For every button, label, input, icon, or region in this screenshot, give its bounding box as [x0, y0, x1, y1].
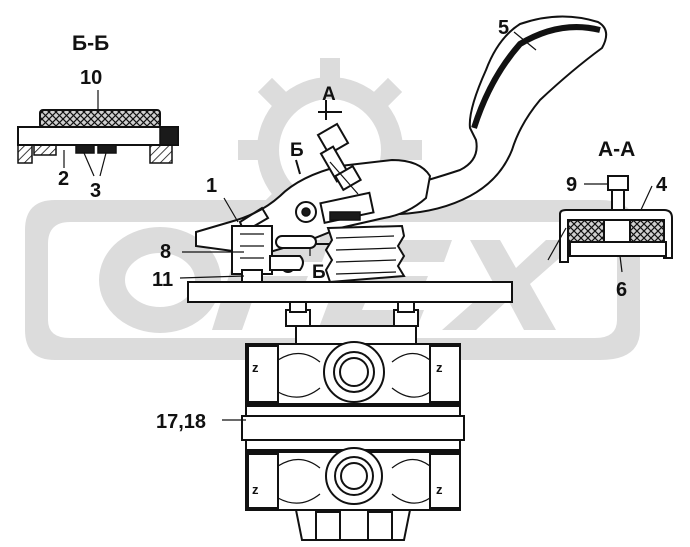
callout-11: 11 [152, 269, 173, 291]
section-bb: Б-Б 10 2 3 [17, 32, 179, 202]
callout-2: 2 [58, 168, 69, 190]
callout-10: 10 [80, 67, 102, 89]
section-bb-title: Б-Б [72, 32, 109, 55]
valve-mark-3: z [252, 482, 259, 497]
rubber-boot [269, 224, 406, 284]
callout-6: 6 [616, 279, 627, 301]
callout-3: 3 [90, 180, 101, 202]
lever-handle: 5 [390, 15, 608, 216]
valve-ring: 17,18 [156, 405, 465, 451]
cut-mark-b-left: Б [290, 140, 304, 161]
callout-5: 5 [498, 17, 509, 39]
callout-17-18: 17,18 [156, 411, 206, 433]
callout-4: 4 [656, 174, 668, 196]
callout-1: 1 [206, 175, 217, 197]
valve-housing-lower: z z [245, 447, 461, 541]
cut-mark-b-center: Б [312, 262, 326, 283]
valve-mark-4: z [436, 482, 443, 497]
cut-mark-a-top: А [322, 84, 336, 105]
valve-mark-1: z [252, 360, 259, 375]
callout-8: 8 [160, 241, 171, 263]
valve-mark-2: z [436, 360, 443, 375]
callout-9: 9 [566, 174, 577, 196]
base-plate [187, 281, 513, 327]
section-aa-title: А-А [598, 138, 635, 161]
valve-housing-upper: z z [245, 325, 461, 405]
adjusting-screw: А [316, 84, 363, 195]
bolt-head [607, 175, 629, 191]
section-aa: А-А 9 4 6 [547, 138, 673, 301]
